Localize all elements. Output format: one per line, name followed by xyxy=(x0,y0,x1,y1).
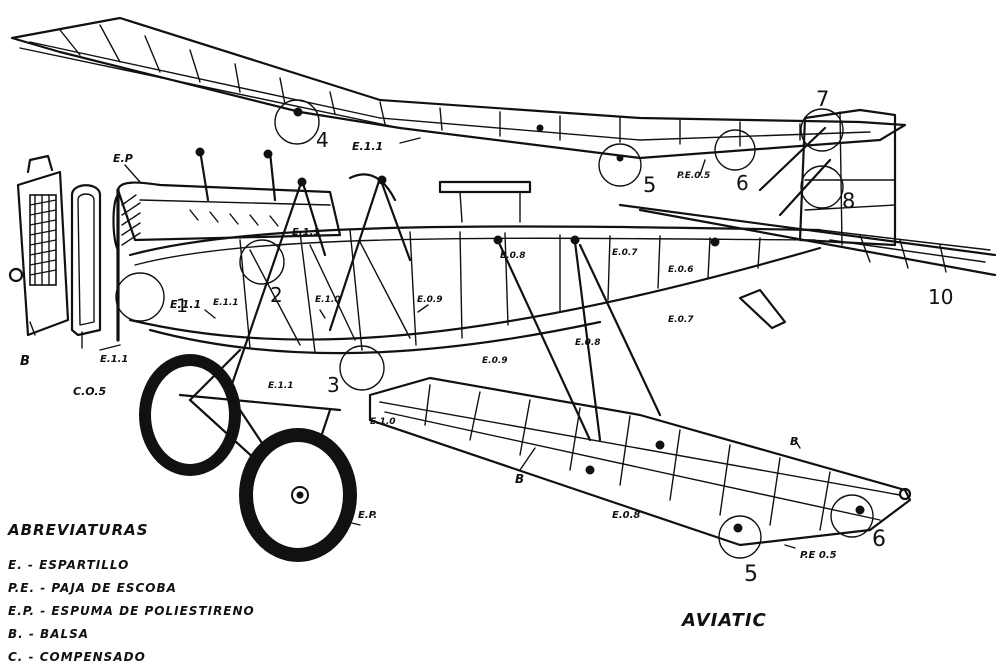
drawing-title: AVIATIC xyxy=(680,610,767,631)
label-pe05-upper: P.E.0.5 xyxy=(677,171,710,181)
label-e09-fuselage: E.0.9 xyxy=(417,295,443,305)
leader-arrows xyxy=(29,137,801,549)
legend-item-paja-de-escoba: P.E. - PAJA DE ESCOBA xyxy=(8,581,177,595)
label-e11-a: E.1.1 xyxy=(292,227,320,238)
tail xyxy=(618,108,997,330)
detail-callouts xyxy=(115,99,874,559)
label-b-radiator: B xyxy=(20,354,30,369)
label-e06-fuselage: E.0.6 xyxy=(668,265,694,275)
label-e11-frame: E.1.1 xyxy=(100,354,128,365)
landing-gear xyxy=(139,348,357,562)
detail-number-3: 3 xyxy=(327,373,340,397)
label-pe05-lower: P.E 0.5 xyxy=(800,550,837,561)
detail-number-4: 4 xyxy=(316,128,329,152)
lower-wing xyxy=(368,240,912,547)
label-e09-lower: E.0.9 xyxy=(482,356,508,366)
label-e10-fuselage: E.1.0 xyxy=(315,295,341,305)
fuselage xyxy=(112,147,822,392)
detail-number-10: 10 xyxy=(928,285,953,309)
detail-number-5-upper: 5 xyxy=(643,173,656,197)
detail-number-7: 7 xyxy=(816,87,829,111)
detail-number-6-upper: 6 xyxy=(736,171,749,195)
label-co5-frame: C.O.5 xyxy=(73,385,107,398)
label-e11-small: E.1.1 xyxy=(170,298,201,311)
label-e08-lower: E.0.8 xyxy=(575,338,601,348)
detail-number-8: 8 xyxy=(842,189,855,213)
label-ep-wheel: E.P. xyxy=(358,510,377,521)
label-ep-cowling: E.P xyxy=(113,152,133,165)
legend-item-balsa: B. - BALSA xyxy=(8,627,89,641)
label-e08-lowerwing: E.0.8 xyxy=(612,510,640,521)
detail-number-5-lower: 5 xyxy=(744,562,758,587)
legend-item-espartillo: E. - ESPARTILLO xyxy=(8,558,129,572)
upper-wing xyxy=(10,16,907,162)
label-b-lowerwing: B xyxy=(515,472,524,486)
exploded-radiator xyxy=(8,154,102,337)
abbreviation-legend: ABREVIATURAS E. - ESPARTILLO P.E. - PAJA… xyxy=(7,521,255,664)
detail-number-6-lower: 6 xyxy=(872,527,886,552)
label-e11-c: E.1.1 xyxy=(213,298,239,308)
label-e08-fuselage: E.0.8 xyxy=(500,251,526,261)
part-labels: E.P E.1.1 E.1.1 E.1.1 E.1.0 E.0.9 E.0.8 … xyxy=(20,140,837,561)
label-e10-lowerwing: E.1.0 xyxy=(370,417,396,427)
legend-heading: ABREVIATURAS xyxy=(7,521,149,539)
legend-item-espuma: E.P. - ESPUMA DE POLIESTIRENO xyxy=(8,604,255,618)
legend-item-compensado: C. - COMPENSADO xyxy=(8,650,146,664)
label-b-lowerwing-2: B xyxy=(790,435,798,448)
label-e11-b: E.1.1 xyxy=(352,140,383,153)
detail-number-2: 2 xyxy=(270,283,283,307)
label-e07-lower: E.0.7 xyxy=(668,315,694,325)
detail-numbers: 1 2 3 4 5 6 7 8 10 5 6 xyxy=(176,87,953,587)
detail-number-1: 1 xyxy=(176,295,188,317)
label-e11-gear: E.1.1 xyxy=(268,381,294,391)
label-e07-fuselage: E.0.7 xyxy=(612,248,638,258)
